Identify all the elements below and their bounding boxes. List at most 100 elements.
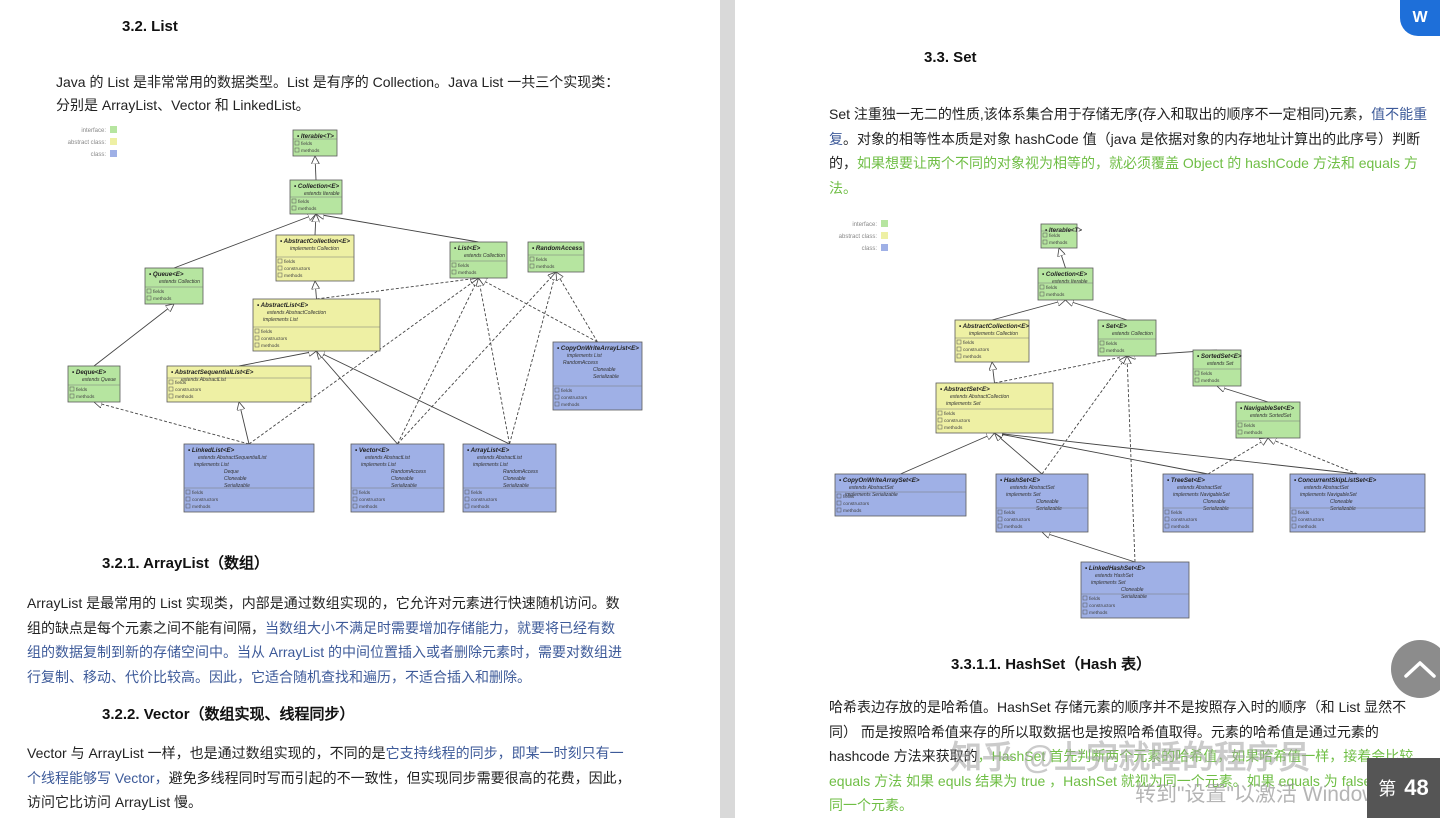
uml-expand-icon: [956, 339, 962, 345]
uml-member-fields: fields: [175, 380, 187, 386]
uml-box-queue: • Queue<E>extends Collectionfieldsmethod…: [144, 267, 204, 305]
uml-member-methods: methods: [944, 425, 963, 431]
edge-treeset-navigable: [1207, 438, 1268, 475]
set-text-7-highlight: 法。: [829, 179, 857, 196]
uml-expand-icon: [352, 489, 358, 495]
edge-collection-iterable: [315, 156, 316, 181]
uml-member-fields: fields: [471, 490, 483, 496]
uml-line: extends SortedSet: [1250, 413, 1292, 419]
uml-title: • Iterable<T>: [297, 133, 334, 140]
uml-expand-icon: [451, 262, 457, 268]
uml-expand-icon: [554, 401, 560, 407]
uml-line: extends AbstractSet: [1010, 485, 1055, 491]
uml-expand-icon: [185, 503, 191, 509]
edge-arraylist-list: [479, 278, 510, 445]
edge-abslist-list: [316, 278, 479, 300]
word-app-icon[interactable]: W: [1400, 0, 1440, 36]
uml-member-methods: methods: [359, 504, 378, 510]
vector-text-3-highlight: 个线程能够写 Vector，: [27, 769, 169, 786]
legend-label-abstract: abstract class:: [839, 234, 878, 240]
uml-member-constructors: constructors: [284, 266, 311, 272]
uml-line: extends Collection: [464, 253, 505, 259]
uml-box-hashset: • HashSet<E>extends AbstractSetimplement…: [995, 473, 1089, 533]
edge-absset-set: [994, 356, 1128, 384]
legend-swatch-abstract: [881, 232, 888, 239]
uml-box-cowas: • CopyOnWriteArraySet<E>extends Abstract…: [834, 473, 967, 517]
arraylist-text-3-highlight: 当数组大小不满足时需要增加存储能力，就要将已经有数: [265, 619, 615, 636]
vector-text-5: 访问它比访问 ArrayList 慢。: [27, 794, 203, 810]
uml-expand-icon: [937, 410, 943, 416]
uml-expand-icon: [464, 489, 470, 495]
uml-box-bg: [144, 267, 204, 305]
uml-title: • ConcurrentSkipListSet<E>: [1294, 477, 1377, 484]
set-text-5: 的，: [829, 155, 857, 171]
uml-line: implements Collection: [969, 331, 1018, 337]
edge-abscoll-collection: [315, 214, 316, 236]
uml-line: Serializable: [1121, 594, 1147, 600]
left-page: 3.2. List Java 的 List 是非常常用的数据类型。List 是有…: [0, 0, 720, 818]
uml-expand-icon: [529, 256, 535, 262]
uml-box-bg: [935, 382, 1054, 434]
uml-title: • LinkedHashSet<E>: [1085, 565, 1145, 572]
uml-box-bg: [1289, 473, 1426, 533]
uml-title: • Set<E>: [1102, 323, 1127, 330]
uml-expand-icon: [464, 496, 470, 502]
edge-abslist-abscoll: [315, 281, 317, 300]
uml-title: • NavigableSet<E>: [1240, 405, 1294, 412]
scroll-to-top-button[interactable]: [1391, 640, 1440, 698]
uml-expand-icon: [1042, 232, 1048, 238]
uml-box-bg: [552, 341, 643, 411]
uml-box-bg: [183, 443, 315, 513]
edge-linked-list: [248, 278, 479, 445]
edge-skiplist-navigable: [1268, 438, 1358, 475]
uml-expand-icon: [1164, 509, 1170, 515]
uml-box-cowal: • CopyOnWriteArrayList<E>implements List…: [552, 341, 643, 411]
uml-line: implements List: [194, 462, 229, 468]
uml-box-collection: • Collection<E>extends Iterablefieldsmet…: [289, 179, 343, 215]
uml-line: implements Collection: [290, 246, 339, 252]
uml-box-abscoll: • AbstractCollection<E>implements Collec…: [275, 234, 355, 282]
uml-expand-icon: [1237, 429, 1243, 435]
uml-box-vector: • Vector<E>extends AbstractListimplement…: [350, 443, 445, 513]
uml-title: • AbstractCollection<E>: [280, 238, 350, 245]
uml-line: implements NavigableSet: [1300, 492, 1357, 498]
uml-expand-icon: [836, 493, 842, 499]
uml-expand-icon: [1039, 284, 1045, 290]
uml-expand-icon: [185, 489, 191, 495]
uml-member-fields: fields: [1089, 596, 1101, 602]
uml-member-methods: methods: [1004, 524, 1023, 530]
uml-member-fields: fields: [153, 289, 165, 295]
uml-line: Cloneable: [1036, 499, 1059, 505]
legend-label-class: class:: [91, 152, 107, 158]
word-icon-letter: W: [1412, 9, 1428, 26]
uml-line: implements Set: [946, 401, 981, 407]
uml-title: • Vector<E>: [355, 447, 390, 454]
uml-line: RandomAccess: [391, 469, 427, 475]
uml-box-bg: [995, 473, 1089, 533]
uml-member-methods: methods: [536, 264, 555, 270]
uml-member-constructors: constructors: [843, 501, 870, 507]
edge-vector-random: [397, 272, 557, 445]
uml-member-methods: methods: [153, 296, 172, 302]
uml-expand-icon: [1082, 609, 1088, 615]
uml-member-fields: fields: [298, 199, 310, 205]
uml-expand-icon: [937, 424, 943, 430]
uml-line: implements Set: [1091, 580, 1126, 586]
list-class-diagram: interface:abstract class:class:• Iterabl…: [67, 126, 643, 513]
uml-expand-icon: [836, 500, 842, 506]
uml-member-fields: fields: [301, 141, 313, 147]
uml-expand-icon: [1164, 523, 1170, 529]
diagram-edges: [94, 156, 598, 445]
set-text-2-highlight: 值不能重: [1371, 106, 1428, 122]
edge-cowal-list: [479, 278, 598, 343]
uml-member-methods: methods: [192, 504, 211, 510]
vector-text-4: 避免多线程同时写而引起的不一致性，但实现同步需要很高的花费，因此，: [168, 769, 631, 786]
uml-member-methods: methods: [1049, 240, 1068, 246]
uml-expand-icon: [146, 295, 152, 301]
edge-linked-absseq: [239, 402, 250, 445]
uml-box-bg: [527, 241, 585, 273]
uml-member-methods: methods: [298, 206, 317, 212]
uml-box-arraylist: • ArrayList<E>extends AbstractListimplem…: [462, 443, 557, 513]
uml-title: • HashSet<E>: [1000, 477, 1040, 484]
